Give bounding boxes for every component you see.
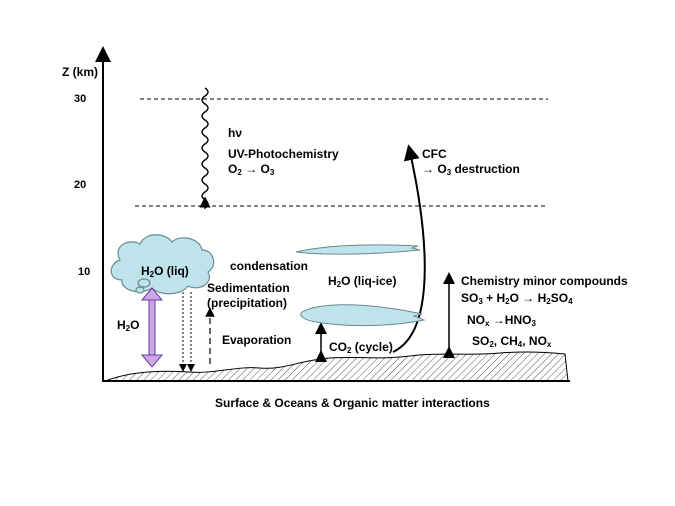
chemistry-title: Chemistry minor compounds [461, 274, 628, 288]
y-axis-label: Z (km) [62, 65, 98, 79]
tick-20: 20 [74, 179, 87, 191]
surface-caption: Surface & Oceans & Organic matter intera… [215, 396, 490, 410]
precipitation-label: (precipitation) [207, 296, 287, 310]
ground-surface [107, 351, 569, 382]
reaction-so2: SO2, CH4, NOx [472, 334, 552, 349]
cloud-h2o-liq-label: H2O (liq) [141, 264, 189, 279]
o2-to-o3-label: O2 → O3 [228, 162, 275, 177]
evaporation-label: Evaporation [222, 333, 292, 347]
h2o-label: H2O [117, 318, 140, 333]
sedimentation-label: Sedimentation [207, 281, 290, 295]
h2o-liq-ice-label: H2O (liq-ice) [328, 274, 397, 289]
tick-10: 10 [78, 266, 91, 278]
lower-cloud-band [300, 304, 426, 327]
co2-cycle-label: CO2 (cycle) [329, 340, 393, 355]
tick-30: 30 [74, 93, 87, 105]
hv-label: hν [228, 126, 243, 140]
condensation-label: condensation [230, 259, 309, 273]
cfc-label: CFC [422, 147, 447, 161]
o3-destruction-label: → O3 destruction [422, 162, 520, 177]
upper-cloud-band [295, 244, 421, 255]
cfc-curve-arrow [392, 144, 426, 353]
reaction-nox: NOx →HNO3 [467, 313, 536, 328]
reaction-so3: SO3 + H2O → H2SO4 [461, 291, 573, 306]
h2o-purple-arrow [140, 287, 164, 368]
cloud [110, 234, 215, 295]
uv-photochemistry-label: UV-Photochemistry [228, 147, 339, 161]
uv-wavy-arrow [199, 87, 211, 210]
